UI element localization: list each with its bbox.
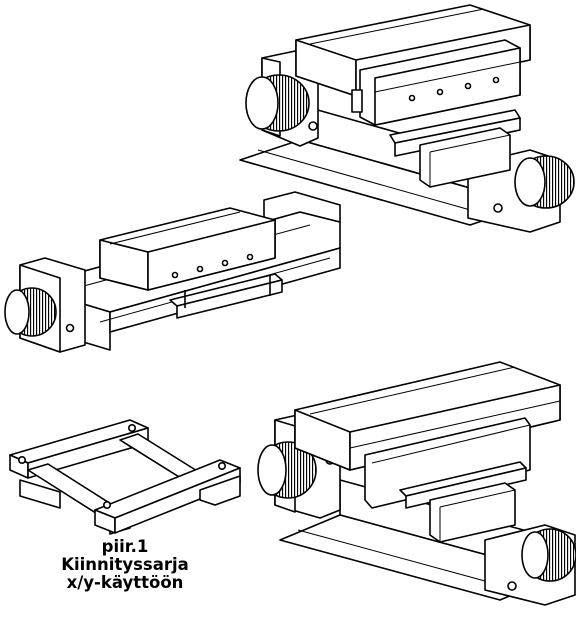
knob-icon bbox=[4, 287, 57, 337]
mounting-kit-bracket bbox=[9, 419, 241, 535]
knob-icon bbox=[245, 74, 310, 132]
xy-stage-assembly-top bbox=[239, 4, 575, 233]
xy-stage-assembly-bottom bbox=[257, 361, 576, 606]
caption-figure-number: piir.1 bbox=[101, 537, 149, 556]
knob-icon bbox=[514, 155, 575, 209]
caption-subtitle: x/y-käyttöön bbox=[66, 573, 184, 592]
knob-icon bbox=[521, 528, 576, 582]
single-stage-assembly bbox=[4, 191, 341, 353]
caption-title: Kiinnityssarja bbox=[61, 555, 189, 574]
knob-icon bbox=[257, 441, 317, 499]
figure-caption: piir.1 Kiinnityssarja x/y-käyttöön bbox=[55, 538, 195, 592]
